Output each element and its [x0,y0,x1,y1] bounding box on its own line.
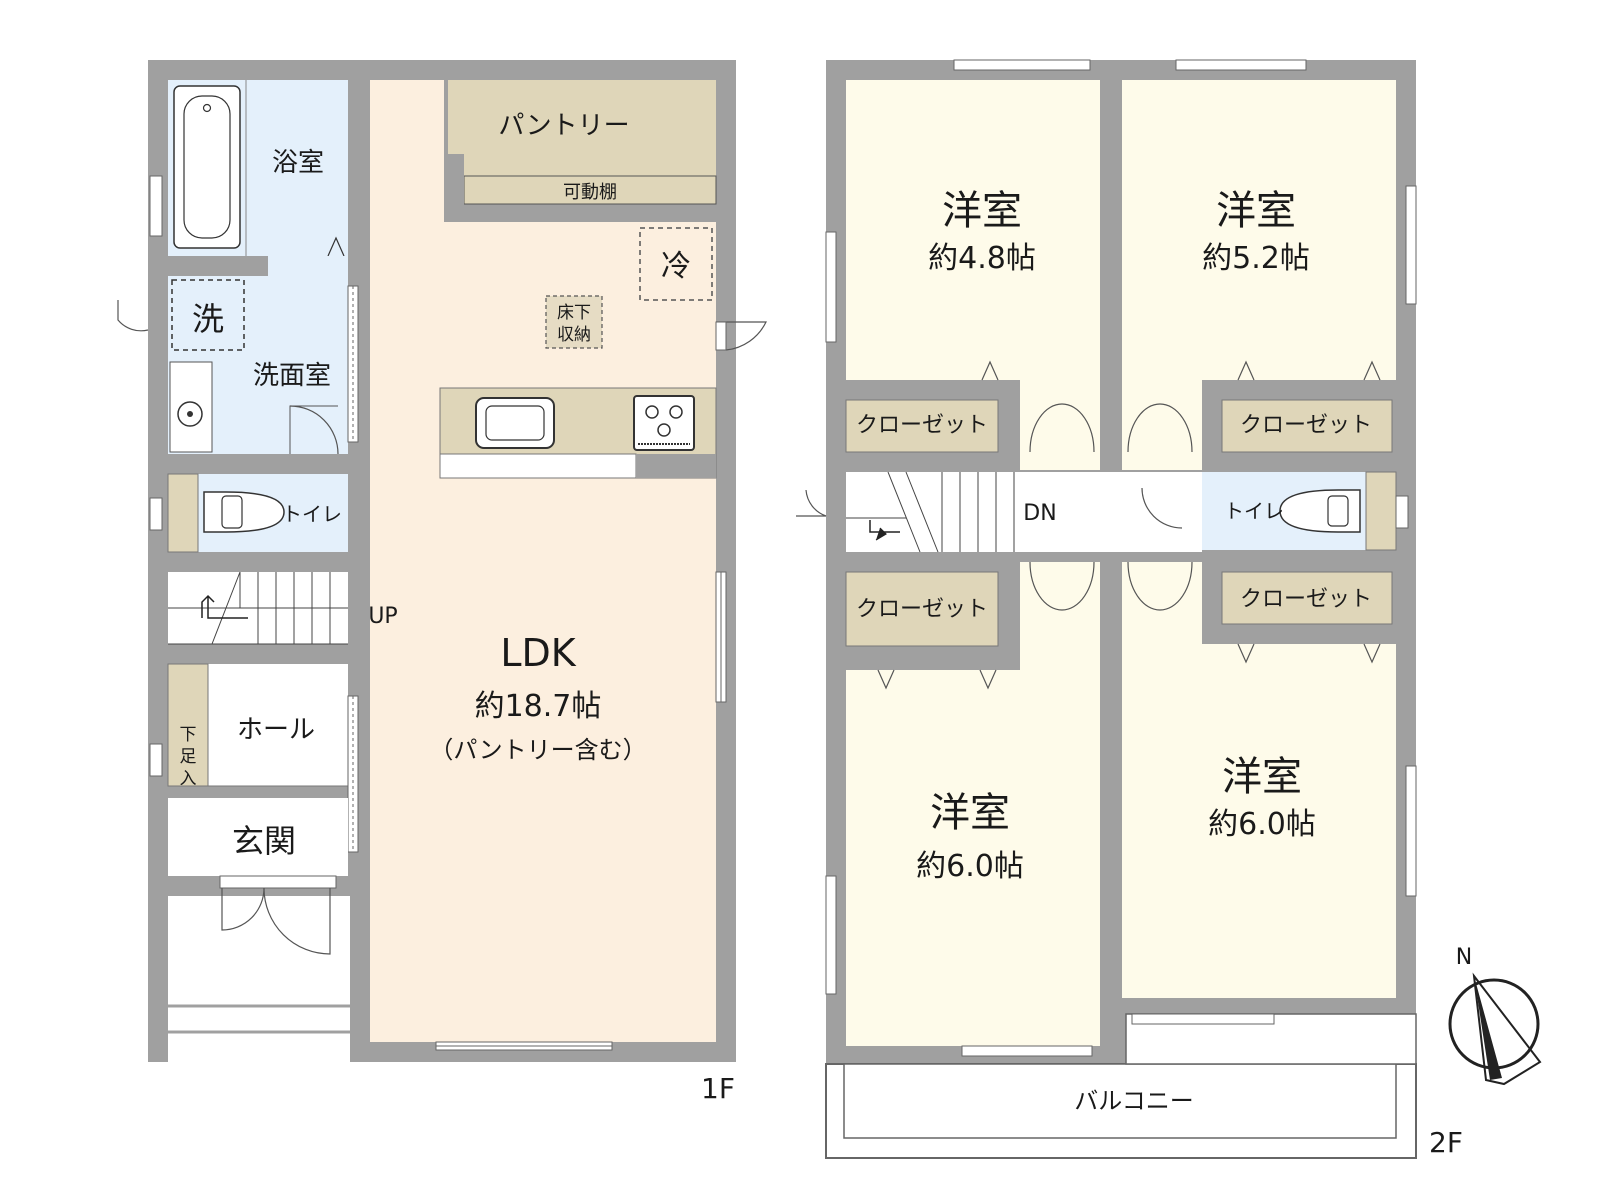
shoe-label-1: 下 [180,725,197,745]
room-ne [1122,80,1396,380]
window-ne-north [1175,59,1307,71]
stairs-up-label: UP [368,604,397,629]
room-nw-label: 洋室 [942,188,1022,234]
closet-se-label: クローゼット [1240,587,1372,612]
shoe-cabinet [167,663,209,787]
entrance-label: 玄関 [232,822,296,860]
closet-ne [1221,399,1393,453]
stairs-down-arrow [869,520,900,533]
pantry-label: パントリー [498,111,629,141]
fridge-space [639,227,713,301]
washer-space [171,279,245,351]
floor2-label: 2F [1429,1126,1463,1159]
floor-1: 浴室 洗 洗面室 トイレ UP ホール 下 足 入 玄関 パントリー 可動棚 冷… [117,60,767,1105]
stairs-down-label: DN [1023,501,1056,526]
porch-area [148,896,350,1062]
washroom-door [289,405,339,455]
washer-label: 洗 [192,300,224,338]
shoe-label-3: 入 [180,769,197,789]
room-sw-size: 約6.0帖 [916,849,1024,884]
sink-icon [475,397,555,449]
room-ne-size: 約5.2帖 [1202,241,1310,276]
room-se [1122,644,1396,998]
window-nw-north [953,59,1091,71]
room-sw-label: 洋室 [930,790,1010,836]
entrance-door [221,887,265,931]
room-ne-label: 洋室 [1216,188,1296,234]
compass-needle-icon [1474,976,1502,1080]
closet-nw [845,399,999,453]
room-sw [846,670,1100,1046]
stove-icon [633,395,695,451]
window-sw-south [961,1045,1093,1057]
window-ne-east [1405,185,1417,305]
compass: N [1448,945,1542,1086]
underfloor-label-1: 床下 [557,303,591,323]
shelf-label: 可動棚 [563,182,617,203]
floor1-label: 1F [701,1072,735,1105]
movable-shelf [463,175,717,205]
hall-label: ホール [237,715,315,745]
toilet-1f-label: トイレ [282,502,342,526]
toilet-1f-icon [203,491,285,533]
toilet-2f-label: トイレ [1224,499,1284,523]
ldk-side-door [716,321,767,351]
pantry-room [448,80,716,176]
underfloor-label-2: 収納 [557,325,591,345]
room-nw [846,80,1100,380]
closet-sw [845,571,999,647]
stairs-up-arrow [201,594,248,619]
toilet-2f-icon [1279,489,1361,533]
balcony-label: バルコニー [1074,1087,1194,1115]
underfloor-storage [545,295,603,349]
window-se-east [1405,765,1417,897]
window-nw-west [825,231,837,343]
compass-north-label: N [1456,945,1472,970]
ldk-label: LDK [500,631,576,675]
bathtub-icon [173,85,241,249]
closet-nw-label: クローゼット [856,413,988,438]
closet-sw-label: クローゼット [856,597,988,622]
closet-ne-label: クローゼット [1240,413,1372,438]
ldk-room [370,80,716,1042]
closet-se [1221,571,1393,625]
fridge-label: 冷 [661,249,691,284]
window-sw-west [825,875,837,995]
room-nw-size: 約4.8帖 [928,241,1036,276]
washbasin-icon [169,361,213,453]
washroom-window-door [117,300,149,332]
bath-label: 浴室 [272,148,324,178]
corridor-2f [846,472,1202,552]
ldk-note-label: （パントリー含む） [429,736,646,764]
washroom-label: 洗面室 [253,361,331,391]
ldk-size-label: 約18.7帖 [475,689,602,724]
floor-2: 洋室 約4.8帖 洋室 約5.2帖 洋室 約6.0帖 洋室 約6.0帖 クローゼ… [796,59,1463,1159]
room-se-size: 約6.0帖 [1208,807,1316,842]
shoe-label-2: 足 [180,747,197,767]
entrance [168,798,348,876]
room-se-label: 洋室 [1222,754,1302,800]
